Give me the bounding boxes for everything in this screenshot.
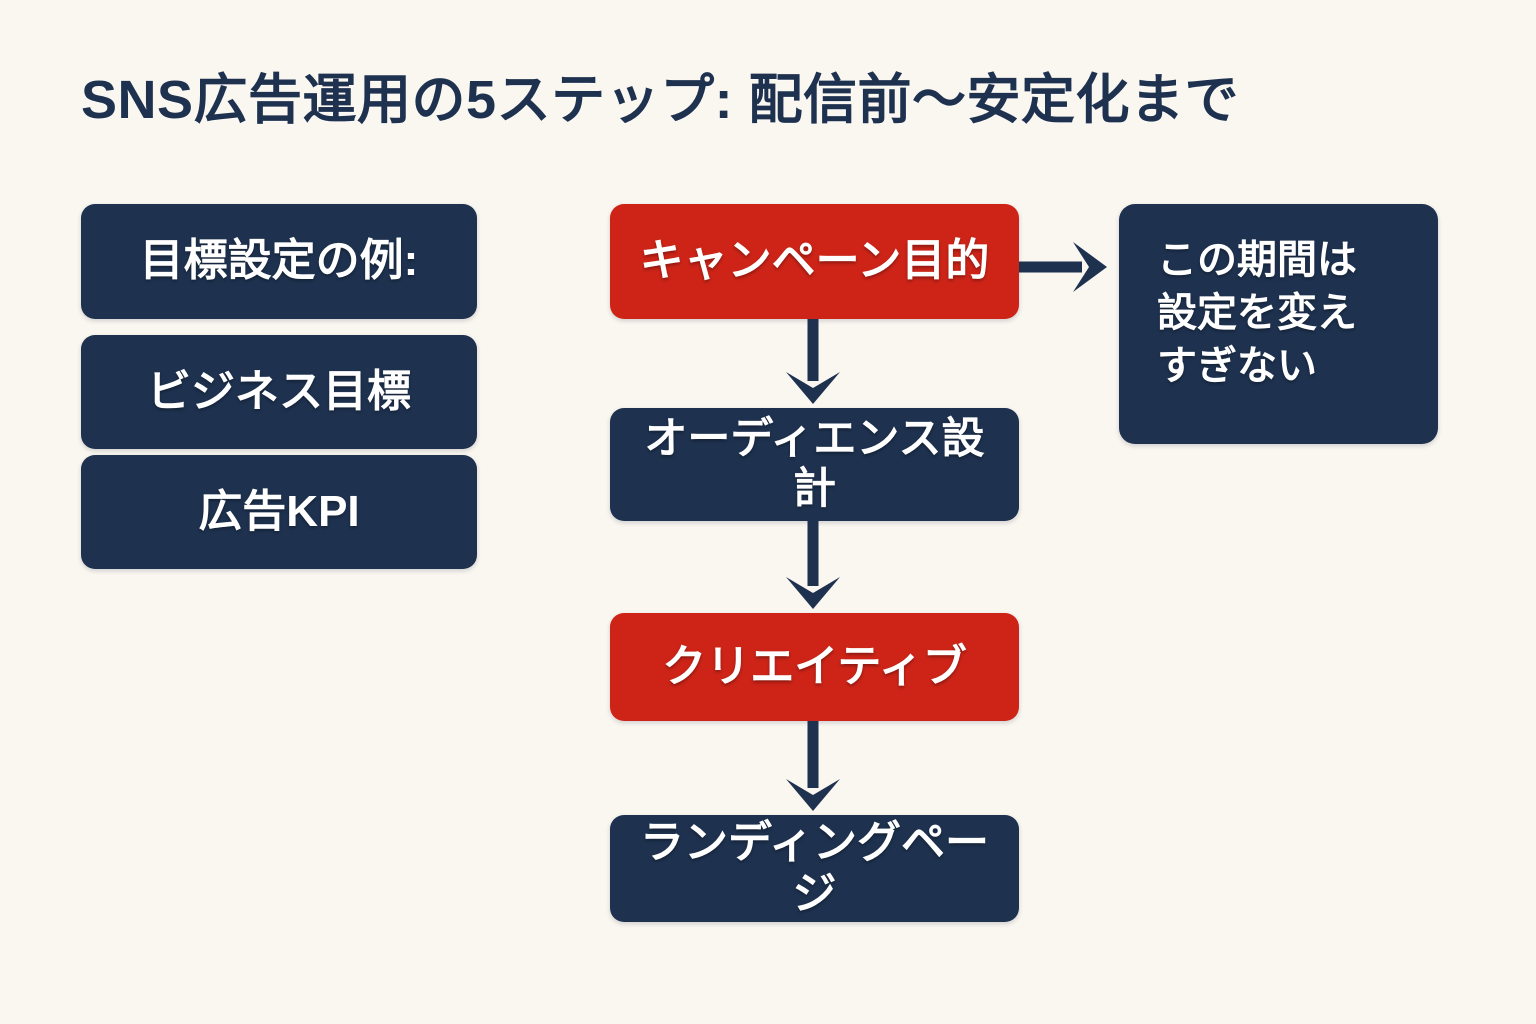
arrow-right-icon [1019,242,1107,292]
goal-box-ad-kpi: 広告KPI [81,455,477,569]
goal-box-business-objective: ビジネス目標 [81,335,477,449]
goal-box-label: 広告KPI [198,486,360,536]
note-line: 設定を変え [1157,290,1357,335]
note-line: すぎない [1157,343,1317,388]
flow-node-label: ランディングページ [640,817,989,918]
flow-node-landing-page: ランディングページ [610,815,1019,922]
arrow-down-icon [786,521,840,609]
flow-node-label: キャンペーン目的 [639,236,990,286]
flow-node-creative: クリエイティブ [610,613,1019,721]
flow-node-label: クリエイティブ [662,641,967,691]
goal-box-label: 目標設定の例: [139,236,419,286]
flow-node-campaign-objective: キャンペーン目的 [610,204,1019,319]
arrow-down-icon [786,721,840,811]
note-box-do-not-overtune: この期間は 設定を変え すぎない [1119,204,1438,444]
arrow-down-icon [786,319,840,404]
flow-node-label: オーディエンス設計 [644,415,985,513]
note-line: この期間は [1157,238,1357,282]
goal-box-label: ビジネス目標 [147,366,411,416]
goal-box-example-header: 目標設定の例: [81,204,477,319]
page-title: SNS広告運用の5ステップ: 配信前〜安定化まで [81,70,1240,130]
flow-node-audience-design: オーディエンス設計 [610,408,1019,521]
